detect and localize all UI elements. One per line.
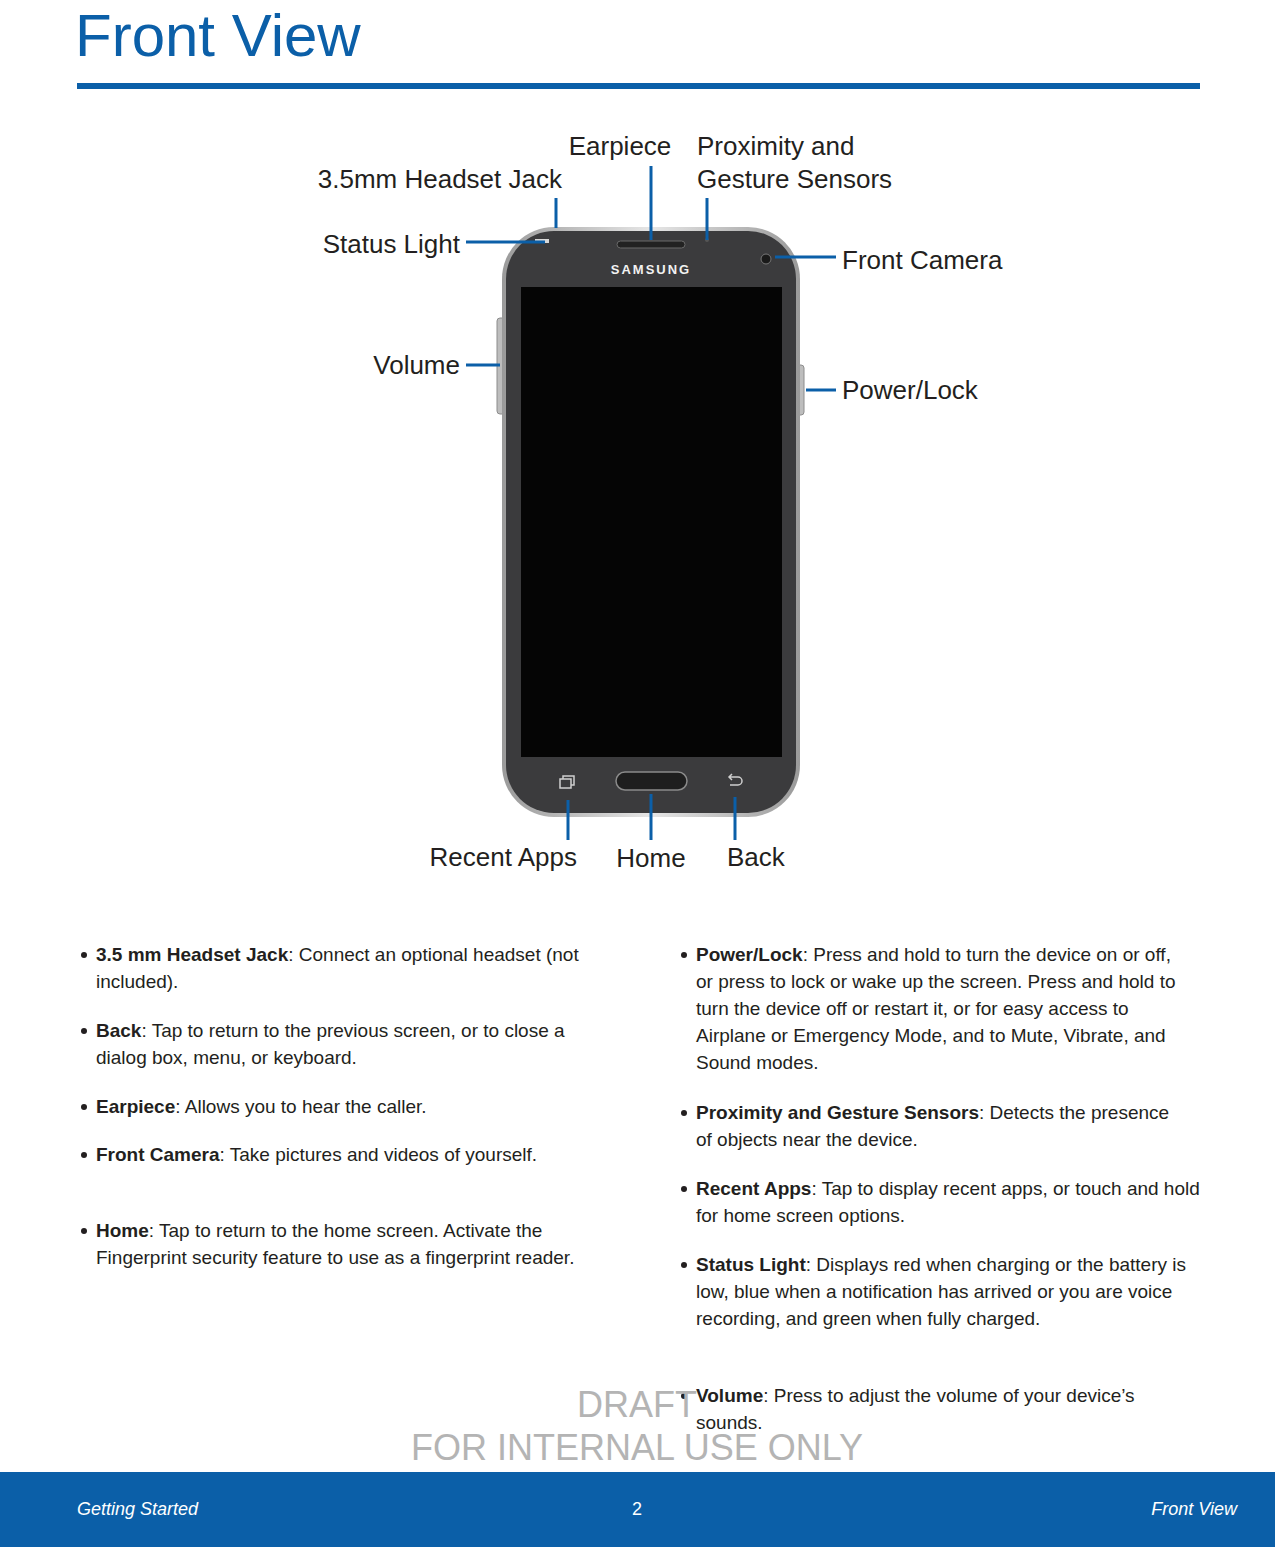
part-label: Proximity and Gesture Sensors (697, 130, 937, 196)
bullet-term: Volume (696, 1385, 763, 1406)
watermark: DRAFT (577, 1385, 697, 1425)
watermark: FOR INTERNAL USE ONLY (411, 1428, 863, 1468)
part-label: Front Camera (842, 244, 1002, 276)
bullet-term: Earpiece (96, 1096, 175, 1117)
footer-text: Front View (1151, 1498, 1237, 1520)
brand-logo: SAMSUNG (611, 262, 691, 278)
footer-text: 2 (632, 1498, 642, 1520)
bullet-term: Front Camera (96, 1144, 220, 1165)
bullet-item: Power/Lock: Press and hold to turn the d… (696, 941, 1186, 1076)
bullet-description: : Tap to return to the previous screen, … (96, 1020, 565, 1068)
recent-apps-icon (560, 776, 574, 788)
bullet-term: Recent Apps (696, 1178, 811, 1199)
phone-rim (502, 227, 800, 817)
part-label: Recent Apps (430, 841, 577, 873)
bullet-item: Volume: Press to adjust the volume of yo… (696, 1382, 1186, 1436)
bullet-description: : Tap to return to the home screen. Acti… (96, 1220, 574, 1268)
bullet-term: 3.5 mm Headset Jack (96, 944, 288, 965)
part-label: 3.5mm Headset Jack (318, 163, 562, 195)
part-label: Status Light (323, 228, 460, 260)
footer-text: Getting Started (77, 1498, 198, 1520)
bullet-term: Home (96, 1220, 149, 1241)
page-title: Front View (75, 0, 361, 72)
bullet-description: : Allows you to hear the caller. (175, 1096, 426, 1117)
phone-body (506, 231, 796, 813)
bullet-item: Proximity and Gesture Sensors: Detects t… (696, 1099, 1186, 1153)
part-label: Back (727, 841, 785, 873)
phone-screen (521, 287, 782, 757)
leader-lines (466, 166, 836, 840)
part-label: Home (616, 842, 685, 874)
footer-bar (0, 1472, 1275, 1547)
part-label: Volume (373, 349, 460, 381)
earpiece-grille (617, 241, 685, 248)
bullet-item: Recent Apps: Tap to display recent apps,… (696, 1175, 1206, 1229)
bullet-term: Power/Lock (696, 944, 803, 965)
bullet-item: Earpiece: Allows you to hear the caller. (96, 1093, 596, 1120)
bullet-item: 3.5 mm Headset Jack: Connect an optional… (96, 941, 596, 995)
front-camera-lens (761, 254, 771, 264)
home-button (616, 772, 687, 790)
bullet-term: Status Light (696, 1254, 806, 1275)
part-label: Earpiece (569, 130, 672, 162)
back-icon (729, 774, 742, 785)
bullet-item: Back: Tap to return to the previous scre… (96, 1017, 596, 1071)
part-label: Power/Lock (842, 374, 978, 406)
bullet-item: Front Camera: Take pictures and videos o… (96, 1141, 596, 1168)
bullet-item: Status Light: Displays red when charging… (696, 1251, 1206, 1332)
bullet-term: Back (96, 1020, 141, 1041)
bullet-item: Home: Tap to return to the home screen. … (96, 1217, 596, 1271)
title-rule (77, 83, 1200, 89)
bullet-description: : Take pictures and videos of yourself. (220, 1144, 538, 1165)
bullet-term: Proximity and Gesture Sensors (696, 1102, 979, 1123)
bullet-dots (81, 952, 687, 1399)
